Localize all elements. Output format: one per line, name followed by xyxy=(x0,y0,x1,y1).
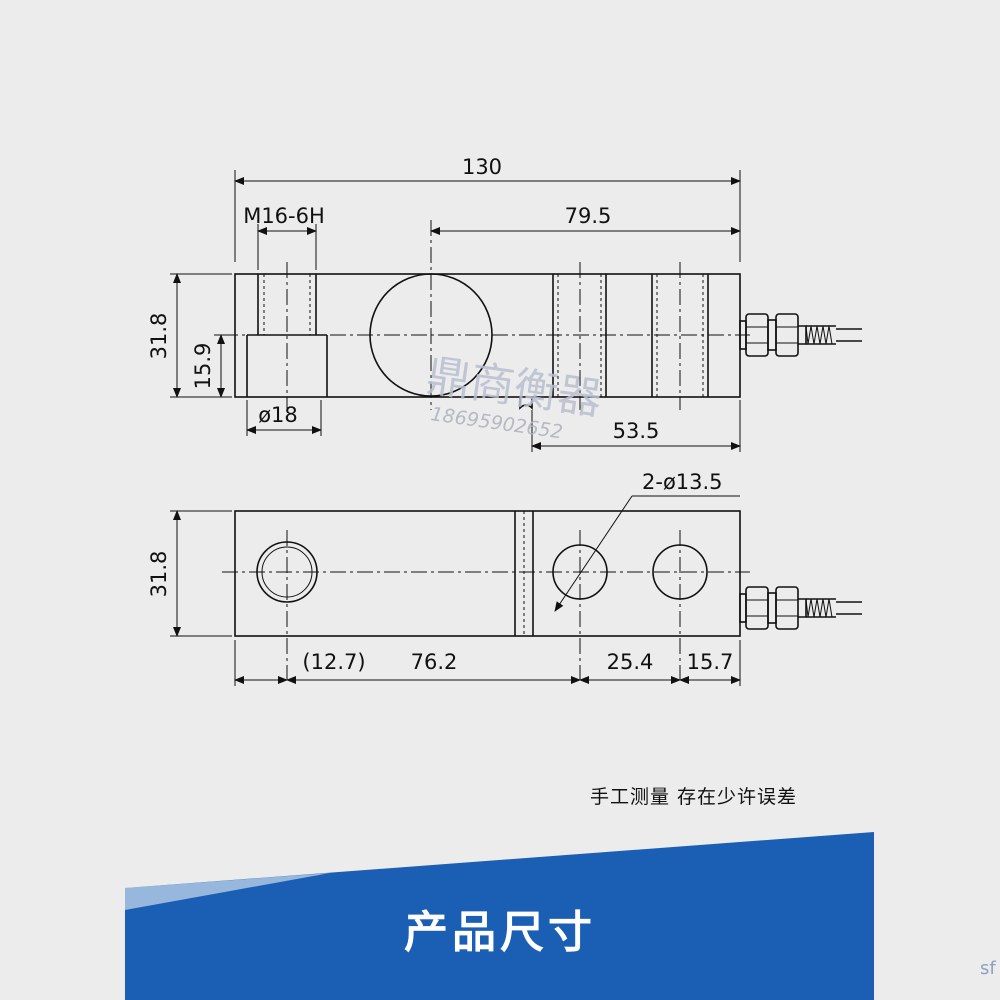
dim-center-to-end: 79.5 xyxy=(565,204,612,228)
dim-height-top: 31.8 xyxy=(147,551,171,598)
banner-title: 产品尺寸 xyxy=(404,907,596,958)
dim-counterbore: ø18 xyxy=(258,403,298,427)
dim-hole-span-2: 25.4 xyxy=(607,650,654,674)
dim-holes: 2-ø13.5 xyxy=(642,470,723,494)
dim-half-height: 15.9 xyxy=(191,343,215,390)
measurement-note: 手工测量 存在少许误差 xyxy=(590,786,798,808)
dim-hole-span-1: 76.2 xyxy=(411,650,458,674)
cable-gland-side xyxy=(739,313,862,357)
dim-height-side: 31.8 xyxy=(147,313,171,360)
cable-gland-top xyxy=(739,586,862,630)
banner-stripe xyxy=(125,873,330,910)
dim-notch-to-end: 53.5 xyxy=(613,419,660,443)
dimension-drawing: 130 M16-6H 79.5 31.8 15.9 ø18 53.5 鼎商衡器 … xyxy=(147,155,862,686)
corner-text: sf xyxy=(980,958,996,979)
dim-overall-length: 130 xyxy=(462,155,502,179)
dim-thread: M16-6H xyxy=(243,204,325,228)
top-view: 2-ø13.5 31.8 (12.7) xyxy=(147,470,862,686)
banner-shape xyxy=(125,832,874,1000)
top-view-body xyxy=(234,510,741,637)
dim-offset-paren: (12.7) xyxy=(302,650,365,674)
side-view: 130 M16-6H 79.5 31.8 15.9 ø18 53.5 鼎商衡器 … xyxy=(147,155,862,452)
dim-end-offset: 15.7 xyxy=(687,650,734,674)
title-banner xyxy=(125,832,874,1000)
side-view-notch xyxy=(519,397,533,410)
